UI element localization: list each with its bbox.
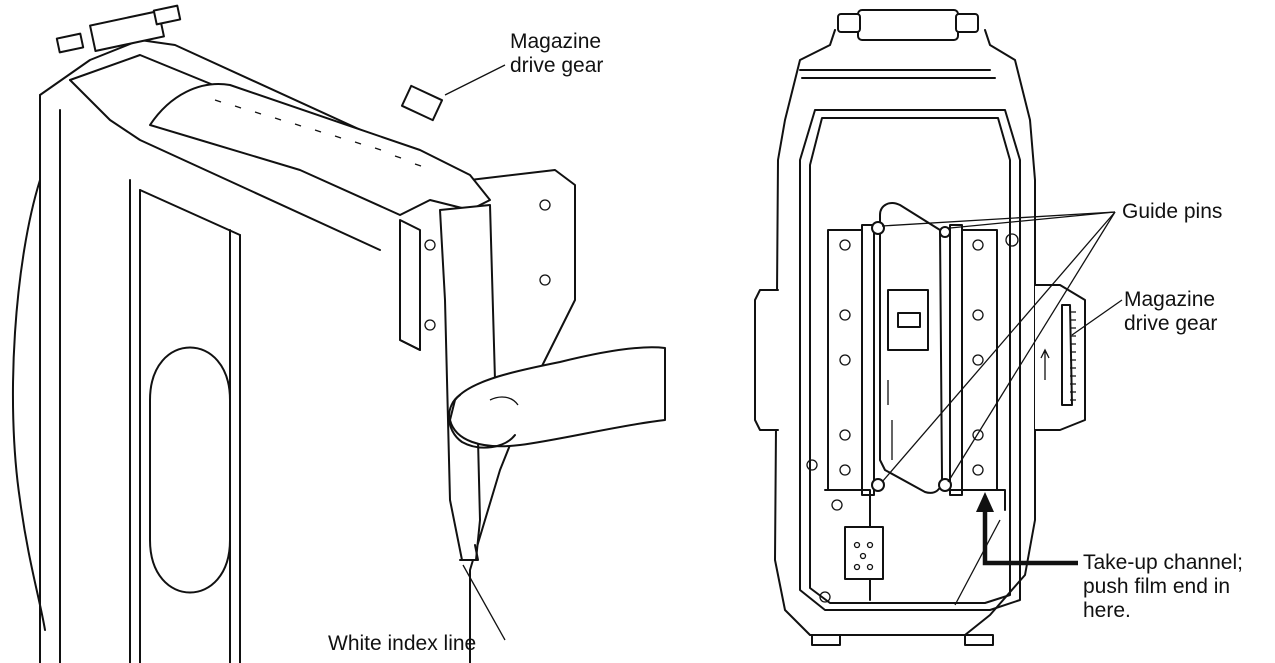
guide-pin [871,478,885,492]
label-take-up-channel: Take-up channel; push film end in here. [1083,551,1243,623]
leader-guide-pins [949,211,1116,229]
label-right-magazine-drive-gear: Magazine drive gear [1124,288,1217,336]
label-guide-pins: Guide pins [1122,200,1223,223]
leader-right-drive-gear [1071,299,1123,336]
leader-left-drive-gear [444,64,506,96]
label-line: drive gear [510,54,604,77]
label-line: push film end in [1083,575,1231,598]
label-white-index-line: White index line [328,632,477,655]
guide-pin [871,221,885,235]
label-line: drive gear [1124,312,1218,335]
guide-pin [939,226,951,238]
label-left-magazine-drive-gear: Magazine drive gear [510,30,603,78]
label-line: Take-up channel; [1083,551,1243,574]
take-up-arrow [982,505,1078,566]
label-line: Magazine [1124,288,1216,311]
drive-gear-teeth [1040,304,1076,406]
leader-white-index-line [462,564,506,641]
label-line: here. [1083,599,1131,622]
label-line: Magazine [510,30,602,53]
